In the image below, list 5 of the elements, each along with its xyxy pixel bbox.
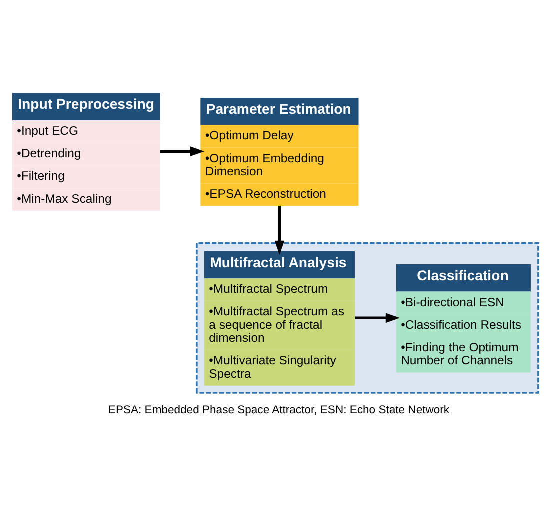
arrow — [355, 312, 400, 323]
cluster — [196, 242, 540, 394]
arrow — [274, 205, 285, 255]
arrow — [160, 146, 205, 156]
caption: EPSA: Embedded Phase Space Attractor, ESN: Echo State Network — [108, 404, 450, 416]
